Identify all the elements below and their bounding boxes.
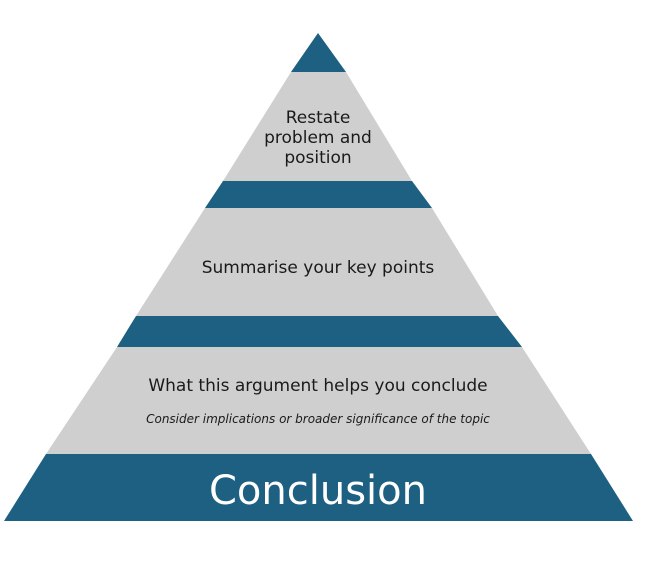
pyramid-tier-1 <box>223 72 412 181</box>
base-label: Conclusion <box>209 468 427 514</box>
tier-3-line-1: What this argument helps you conclude <box>148 376 487 396</box>
tier-1-line-2: problem and <box>264 128 372 148</box>
tier-1-line-3: position <box>284 148 351 168</box>
pyramid-band-2 <box>117 316 522 347</box>
pyramid-tier-3 <box>46 347 591 454</box>
tier-3-note: Consider implications or broader signifi… <box>146 412 490 426</box>
pyramid-cap-band <box>291 33 346 72</box>
pyramid-band-1 <box>205 181 432 208</box>
tier-2-line-1: Summarise your key points <box>202 258 435 278</box>
tier-1-line-1: Restate <box>286 108 351 128</box>
pyramid-tier-2 <box>136 208 498 316</box>
pyramid-base-band <box>4 454 633 521</box>
